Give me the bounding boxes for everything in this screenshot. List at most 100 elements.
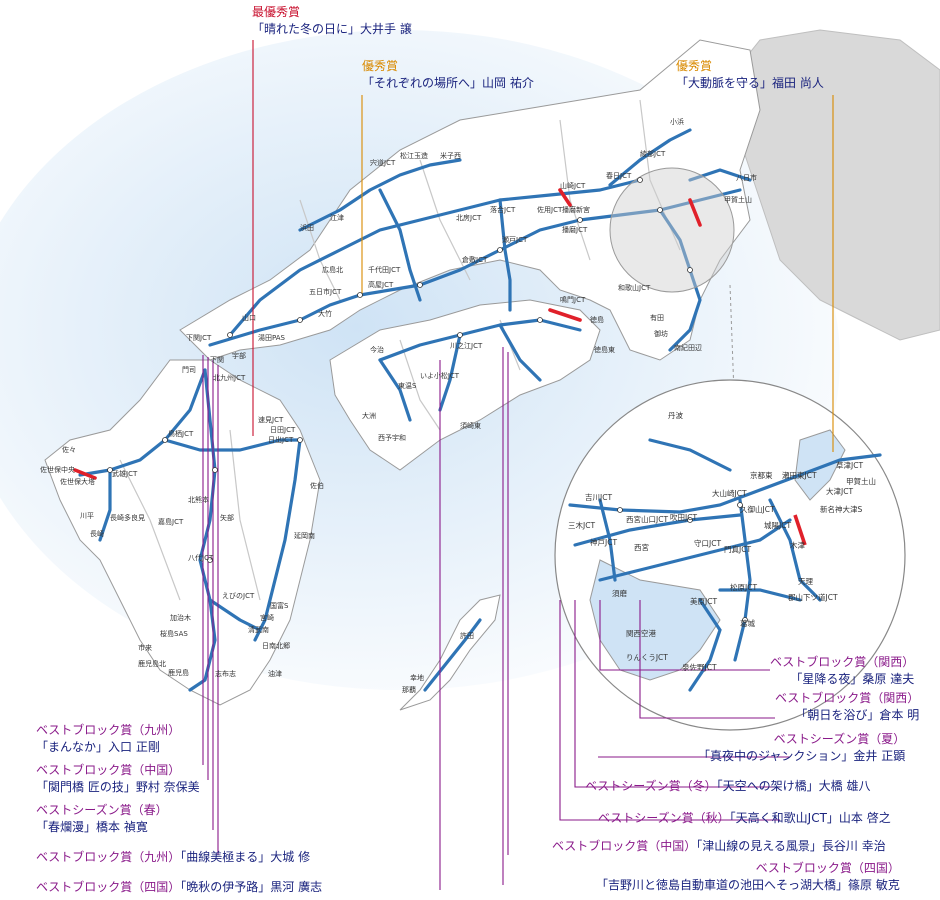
inset-label-miki: 三木JCT [568, 520, 595, 530]
label-kajiki: 加治木 [170, 613, 191, 622]
award-title: 「曲線美極まる」大城 修 [180, 850, 311, 864]
award-kansai-1[interactable]: ベストブロック賞（関西） 「星降る夜」桑原 達夫 [770, 654, 914, 688]
inset-label-nishinomiya: 西宮 [634, 542, 649, 552]
place-labels: 松江玉造 米子西 宍道JCT 江津 浜田 広島北 千代田JCT 五日市JCT 高… [40, 117, 876, 694]
label-nichinan-kitago: 日南北郷 [262, 641, 290, 650]
award-category: ベストブロック賞（九州） [36, 850, 181, 864]
award-title: 「星降る夜」桑原 達夫 [790, 672, 915, 686]
label-obama: 小浜 [670, 117, 684, 126]
label-hamada: 浜田 [300, 223, 314, 232]
label-nagasaki: 長崎 [90, 529, 104, 538]
award-category: ベストシーズン賞（冬） [585, 779, 717, 793]
award-category: ベストブロック賞（四国） [36, 880, 181, 894]
label-ayabe: 綾部JCT [640, 149, 666, 158]
inset-label-tenri: 天理 [798, 577, 813, 586]
label-yamasaki: 山崎JCT [560, 181, 586, 190]
inset-label-kusatsu: 草津JCT [836, 460, 863, 470]
label-seiyo: 西予宇和 [378, 433, 406, 442]
award-title: 「吉野川と徳島自動車道の池田へそっ湖大橋」篠原 敏克 [596, 878, 900, 892]
inset-highlight [793, 514, 807, 546]
award-category: ベストブロック賞（四国） [755, 861, 900, 875]
label-yuda: 湯田PAS [258, 333, 286, 342]
label-miyazaki: 宮崎 [260, 613, 274, 622]
label-tokushima-higashi: 徳島東 [594, 345, 615, 354]
label-iyokomatsu: いよ小松JCT [420, 371, 460, 380]
award-category: ベストシーズン賞（夏） [773, 732, 906, 746]
award-title: 「大動脈を守る」福田 尚人 [676, 76, 824, 90]
label-ube: 宇部 [232, 351, 246, 360]
inset-label-kyoto-higashi: 京都東 [750, 470, 773, 480]
label-takaya: 高屋JCT [368, 280, 394, 289]
label-shimonoseki: 下関 [210, 356, 224, 364]
award-kansai-2[interactable]: ベストブロック賞（関西） 「朝日を浴び」倉本 明 [775, 690, 919, 724]
inset-label-kumiyama: 久御山JCT [740, 504, 775, 514]
label-yokaichi: 八日市 [736, 173, 757, 182]
award-category: ベストブロック賞（関西） [775, 691, 920, 705]
label-matsue: 松江玉造 [400, 151, 428, 160]
expressway-network [78, 128, 752, 692]
award-kyushu-2[interactable]: ベストブロック賞（九州）「曲線美極まる」大城 修 [36, 847, 310, 866]
label-shinji: 宍道JCT [370, 158, 396, 167]
award-title: 「関門橋 匠の技」野村 奈保美 [36, 780, 200, 794]
award-summer[interactable]: ベストシーズン賞（夏） 「真夜中のジャンクション」金井 正顕 [698, 731, 905, 765]
award-grand-prize[interactable]: 最優秀賞 「晴れた冬の日に」大井手 譲 [252, 4, 412, 38]
label-sayo: 佐用JCT [537, 205, 563, 214]
kansai-focus-circle [609, 167, 735, 293]
label-otake: 大竹 [318, 309, 332, 318]
award-title: 「まんなか」入口 正剛 [36, 740, 160, 754]
label-nobeoka: 延岡南 [294, 531, 315, 540]
label-gotsu: 江津 [330, 214, 344, 222]
label-tosu: 鳥栖JCT [168, 429, 194, 438]
label-kochi: 幸地 [410, 673, 424, 682]
award-autumn[interactable]: ベストシーズン賞（秋）「天高く和歌山JCT」山本 啓之 [598, 808, 891, 827]
label-naruto-jct: 鳴門JCT [560, 295, 586, 304]
award-title: 「晴れた冬の日に」大井手 譲 [252, 22, 412, 36]
inset-label-matsubara: 松原JCT [730, 582, 757, 592]
label-harima-jct: 播磨JCT [562, 225, 588, 234]
label-sakurajima: 桜島SAS [160, 629, 188, 638]
label-yabe: 矢部 [220, 513, 234, 522]
label-ebino: えびのJCT [222, 592, 255, 600]
inset-label-joyo: 城陽JCT [764, 521, 791, 530]
label-shimonoseki-jct: 下関JCT [186, 334, 212, 342]
inset-label-oyamazaki: 大山崎JCT [712, 488, 747, 498]
inset-label-nishinomiya-yamaguchi: 西宮山口JCT [626, 514, 668, 524]
label-tokushima: 徳島 [590, 315, 604, 324]
kansai-inset[interactable] [554, 379, 906, 731]
inset-label-rinku: りんくうJCT [626, 653, 668, 662]
label-naha: 那覇 [402, 686, 416, 694]
label-kyoda: 許田 [460, 631, 474, 640]
label-sasebo-chuo: 佐世保中央 [40, 465, 75, 474]
award-chugoku-2[interactable]: ベストブロック賞（中国）「津山線の見える風景」長谷川 幸治 [552, 836, 886, 855]
award-category: ベストシーズン賞（秋） [598, 811, 730, 825]
label-sasa: 佐々 [62, 445, 76, 454]
label-hita-jct: 日田JCT [270, 426, 296, 434]
label-yamaguchi: 山口 [242, 313, 256, 322]
label-aburatsu: 油津 [268, 669, 282, 678]
award-excellent-2[interactable]: 優秀賞 「大動脈を守る」福田 尚人 [676, 58, 824, 92]
label-takeo: 武雄JCT [112, 469, 138, 478]
label-hayami: 速見JCT [258, 416, 284, 424]
label-ozu: 大洲 [362, 411, 376, 420]
label-shibushi: 志布志 [215, 669, 236, 678]
award-spring[interactable]: ベストシーズン賞（春） 「春爛漫」橋本 禎寛 [36, 802, 168, 836]
label-kagoshima: 鹿児島 [168, 668, 189, 677]
award-winter[interactable]: ベストシーズン賞（冬）「天空への架け橋」大橋 雄八 [585, 776, 870, 795]
inset-expressways [568, 438, 882, 692]
label-ochiai: 落合JCT [490, 205, 516, 214]
label-koka-tsuchiyama: 甲賀土山 [724, 195, 752, 204]
label-moji: 門司 [182, 366, 196, 374]
award-excellent-1[interactable]: 優秀賞 「それぞれの場所へ」山岡 祐介 [362, 58, 534, 92]
award-shikoku-1[interactable]: ベストブロック賞（四国）「晩秋の伊予路」黒河 廣志 [36, 877, 322, 896]
award-chugoku-1[interactable]: ベストブロック賞（中国） 「関門橋 匠の技」野村 奈保美 [36, 762, 200, 796]
award-title: 「天空への架け橋」大橋 雄八 [716, 779, 871, 793]
label-wakayama-jct: 和歌山JCT [618, 283, 651, 292]
award-title: 「朝日を浴び」倉本 明 [795, 708, 920, 722]
award-kyushu-1[interactable]: ベストブロック賞（九州） 「まんなか」入口 正剛 [36, 722, 180, 756]
inset-label-shinmeishin-otsu: 新名神大津S [820, 504, 862, 514]
award-shikoku-2[interactable]: ベストブロック賞（四国） 「吉野川と徳島自動車道の池田へそっ湖大橋」篠原 敏克 [596, 860, 900, 894]
label-kitakumamoto: 北熊本 [188, 495, 209, 504]
label-kunitomi: 国富S [270, 601, 289, 610]
